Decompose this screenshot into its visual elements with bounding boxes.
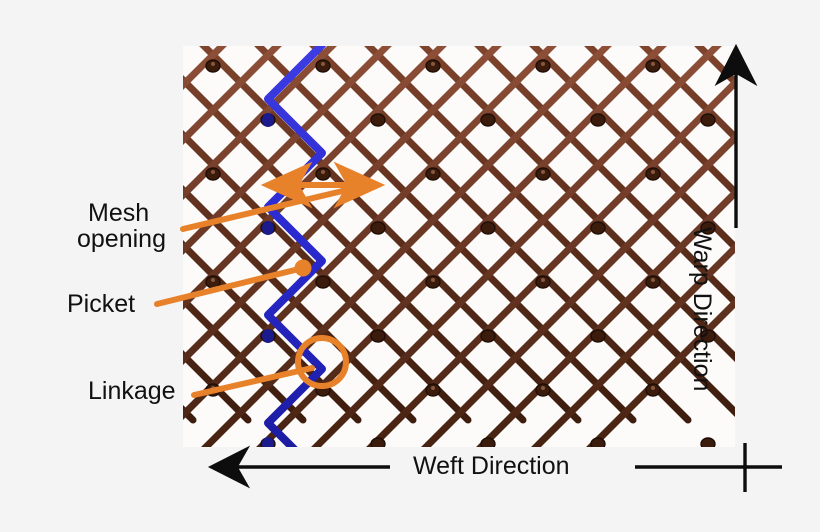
picket-dot-marker (294, 259, 312, 277)
picket-label: Picket (67, 290, 136, 318)
mesh-opening-label-line2: opening (77, 225, 166, 253)
linkage-leader-line (191, 365, 315, 398)
picket-leader-line (154, 265, 306, 307)
mesh-opening-label: Mesh opening (77, 199, 166, 252)
mesh-opening-leader-line (180, 181, 375, 232)
mesh-opening-label-line1: Mesh (88, 199, 150, 227)
weft-direction-label: Weft Direction (413, 452, 570, 480)
linkage-highlight-circle (295, 335, 349, 389)
picket-knuckles (262, 113, 274, 447)
picket-highlight (264, 46, 326, 447)
warp-direction-label: Warp Direction (688, 227, 716, 392)
annotation-picket (154, 259, 312, 307)
annotation-linkage (191, 335, 349, 398)
annotation-mesh-opening (180, 161, 386, 232)
mesh-photo (183, 46, 735, 447)
linkage-label: Linkage (88, 377, 176, 405)
